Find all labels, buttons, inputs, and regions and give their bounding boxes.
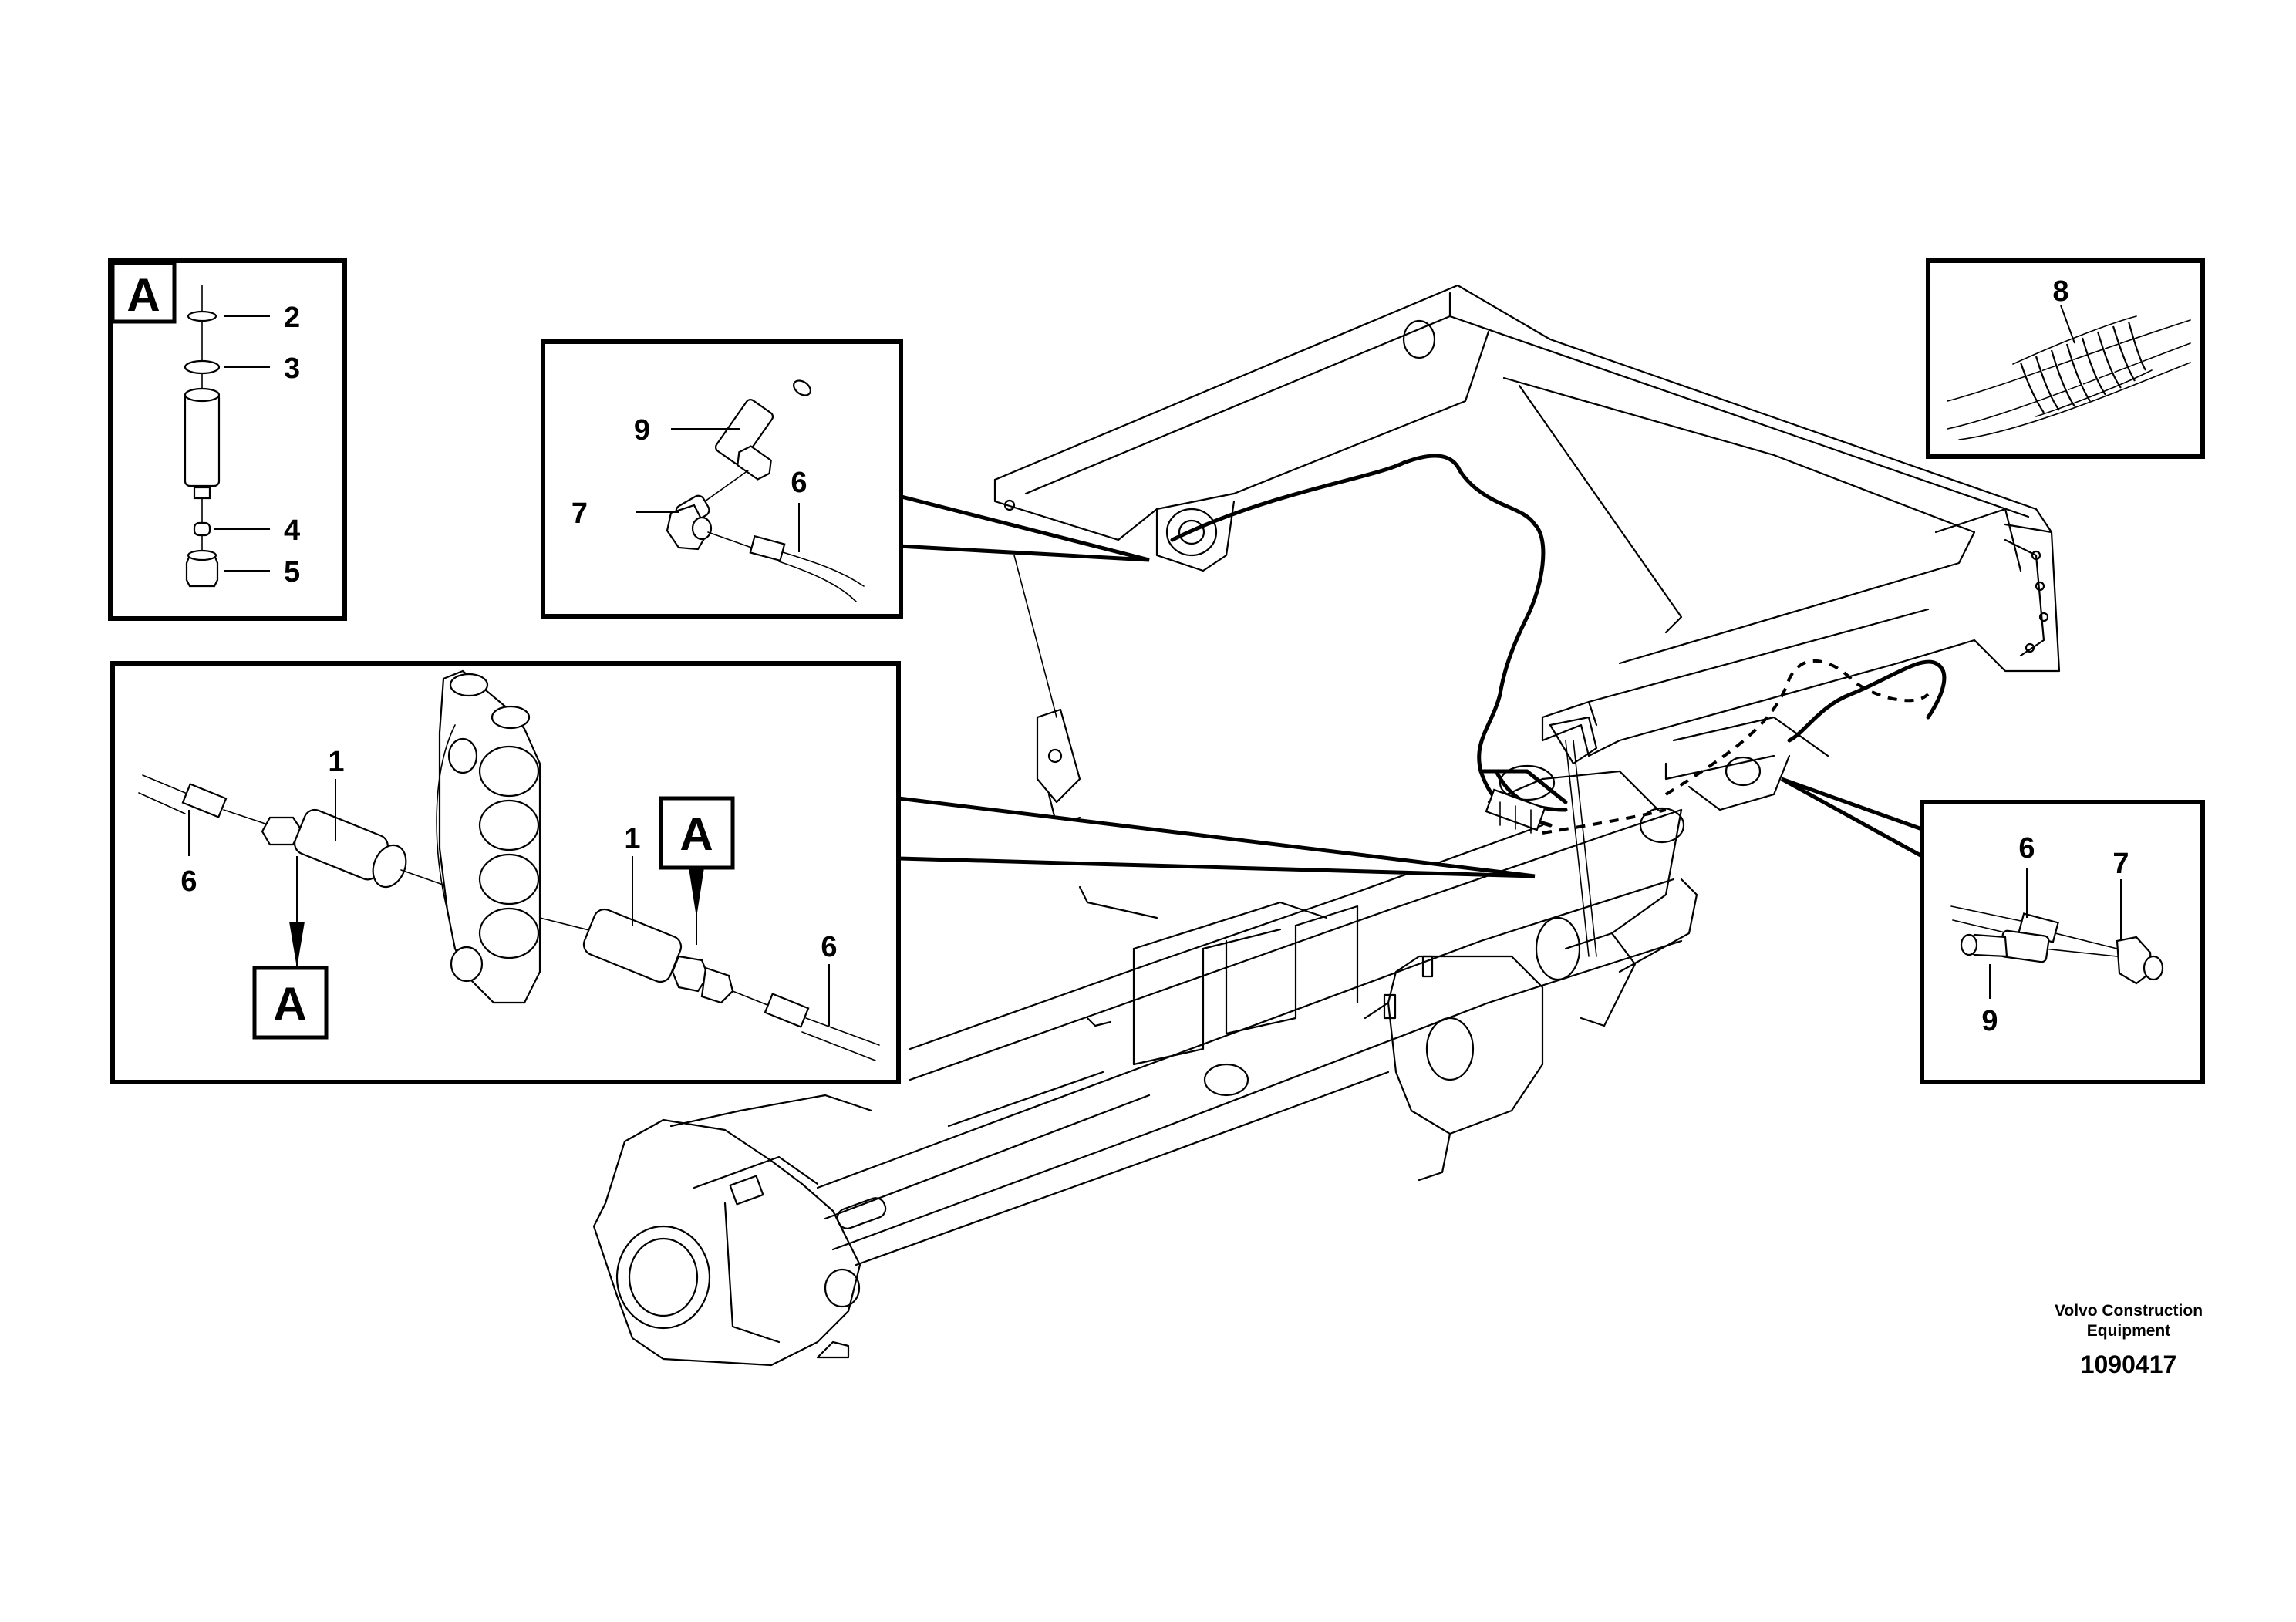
brand-line-1: Volvo Construction (2055, 1302, 2203, 1320)
callout-6-left: 6 (180, 865, 197, 898)
callout-1-left: 1 (328, 746, 344, 778)
callout-8: 8 (2052, 275, 2068, 308)
brand-line-2: Equipment (2087, 1322, 2171, 1340)
callout-6-right: 6 (821, 931, 837, 963)
callout-9-right-box: 9 (1981, 1005, 1998, 1037)
detail-letter-tag: A (126, 269, 160, 321)
callout-9-top: 9 (634, 414, 650, 447)
o-ring-3 (184, 359, 221, 375)
callout-4: 4 (284, 514, 300, 547)
o-ring-2 (187, 310, 217, 322)
callout-7-right-box: 7 (2112, 848, 2129, 880)
callout-6-right-box: 6 (2018, 832, 2035, 865)
callout-1-right: 1 (624, 823, 640, 855)
detail-box-a: A 2 3 4 5 (108, 258, 347, 621)
callout-5: 5 (284, 556, 300, 588)
detail-box-distribution-block: A A 1 1 6 6 (110, 661, 901, 1084)
detail-pointers (896, 493, 1924, 878)
detail-box-right-connector: 6 7 9 (1920, 800, 2205, 1084)
callout-7-top: 7 (571, 497, 588, 530)
drawing-number: 1090417 (2081, 1351, 2177, 1378)
callout-3: 3 (284, 352, 300, 385)
detail-letter-tag-lower: A (273, 978, 306, 1030)
detail-box-spiral-guard: 8 (1926, 258, 2205, 459)
nipple-4 (193, 521, 211, 537)
detail-letter-tag-upper: A (679, 808, 713, 860)
footer: Volvo Construction Equipment 1090417 (2055, 1302, 2203, 1378)
spiral-guard-part (2012, 315, 2153, 417)
detail-box-hose-connector: 9 7 6 (541, 339, 903, 619)
sleeve-part (184, 392, 221, 487)
callout-6-top: 6 (791, 467, 807, 499)
nut-5 (185, 554, 219, 588)
machine-frame-drawing (592, 284, 2061, 1367)
lubrication-hose-routing (1170, 454, 1947, 835)
callout-2: 2 (284, 302, 300, 334)
